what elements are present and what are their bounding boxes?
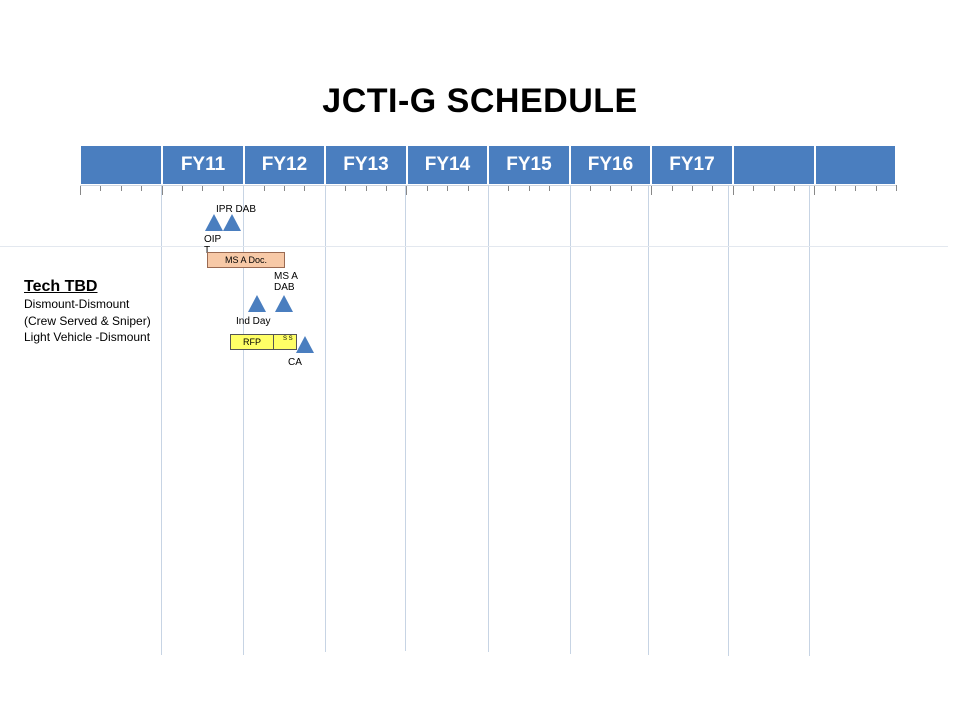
quarter-tick xyxy=(590,185,591,191)
fy-cell-fy11: FY11 xyxy=(162,146,244,184)
quarter-tick xyxy=(121,185,122,191)
tech-line: Light Vehicle -Dismount xyxy=(24,330,151,344)
quarter-tick xyxy=(753,185,754,191)
ca-milestone-icon xyxy=(296,336,314,353)
ipr-dab-label: IPR DAB xyxy=(216,204,257,215)
quarter-tick xyxy=(712,185,713,191)
quarter-tick xyxy=(427,185,428,191)
quarter-tick xyxy=(774,185,775,191)
quarter-tick xyxy=(733,185,734,195)
quarter-tick xyxy=(386,185,387,191)
tech-line: (Crew Served & Sniper) xyxy=(24,314,151,328)
quarter-tick xyxy=(100,185,101,191)
oipt-milestone-icon xyxy=(205,214,223,231)
quarter-tick xyxy=(549,185,550,191)
quarter-tick xyxy=(264,185,265,191)
fy-cell-fy16: FY16 xyxy=(570,146,651,184)
tech-title: Tech TBD xyxy=(24,278,98,295)
page-title: JCTI-G SCHEDULE xyxy=(322,82,638,120)
msa-dab-label: MS A DAB xyxy=(274,271,298,293)
quarter-tick xyxy=(162,185,163,195)
quarter-tick xyxy=(672,185,673,191)
fy-cell-fy15: FY15 xyxy=(488,146,570,184)
quarter-tick xyxy=(182,185,183,191)
grid-line-fy17 xyxy=(648,185,649,655)
quarter-tick xyxy=(202,185,203,191)
msa-dab-milestone-icon xyxy=(275,295,293,312)
quarter-tick xyxy=(631,185,632,191)
ipr-dab-milestone-icon xyxy=(223,214,241,231)
grid-line-fy13 xyxy=(325,185,326,652)
quarter-tick xyxy=(835,185,836,191)
quarter-tick xyxy=(284,185,285,191)
oipt-label: OIP T xyxy=(204,234,222,256)
quarter-tick xyxy=(304,185,305,191)
quarter-tick xyxy=(80,185,81,195)
quarter-tick xyxy=(406,185,407,195)
quarter-tick xyxy=(610,185,611,191)
quarter-tick xyxy=(529,185,530,191)
quarter-tick xyxy=(141,185,142,191)
quarter-tick xyxy=(651,185,652,195)
msa-doc-bar: MS A Doc. xyxy=(207,252,285,268)
fy-cell-fy13: FY13 xyxy=(325,146,407,184)
grid-line-fy15 xyxy=(488,185,489,652)
fy-cell-fy17: FY17 xyxy=(651,146,733,184)
fy-cell-fy14: FY14 xyxy=(407,146,488,184)
grid-line-fy12 xyxy=(243,185,244,655)
quarter-tick xyxy=(896,185,897,191)
grid-line-end-2 xyxy=(809,185,810,656)
grid-line-fy14 xyxy=(405,185,406,651)
quarter-tick xyxy=(814,185,815,195)
rfp-bar: RFP xyxy=(230,334,274,350)
fy-cell-blank-1 xyxy=(80,146,162,184)
fy-cell-blank-2 xyxy=(733,146,815,184)
tech-line: Dismount-Dismount xyxy=(24,297,130,311)
quarter-tick xyxy=(794,185,795,191)
quarter-tick xyxy=(508,185,509,191)
grid-line-end-1 xyxy=(728,185,729,656)
quarter-tick xyxy=(876,185,877,191)
quarter-tick xyxy=(468,185,469,191)
grid-line-fy16 xyxy=(570,185,571,654)
row-separator xyxy=(0,246,948,247)
fy-cell-blank-3 xyxy=(815,146,896,184)
fy-cell-fy12: FY12 xyxy=(244,146,325,184)
quarter-tick xyxy=(366,185,367,191)
ss-bar: S S xyxy=(273,334,297,350)
grid-line-fy11 xyxy=(161,185,162,655)
quarter-tick xyxy=(223,185,224,191)
quarter-tick xyxy=(345,185,346,191)
ind-day-label: Ind Day xyxy=(236,316,271,327)
timeline-header: FY11 FY12 FY13 FY14 FY15 FY16 FY17 xyxy=(80,146,896,184)
quarter-tick xyxy=(855,185,856,191)
ind-day-milestone-icon xyxy=(248,295,266,312)
quarter-tick xyxy=(447,185,448,191)
ca-label: CA xyxy=(288,357,302,368)
quarter-tick xyxy=(692,185,693,191)
